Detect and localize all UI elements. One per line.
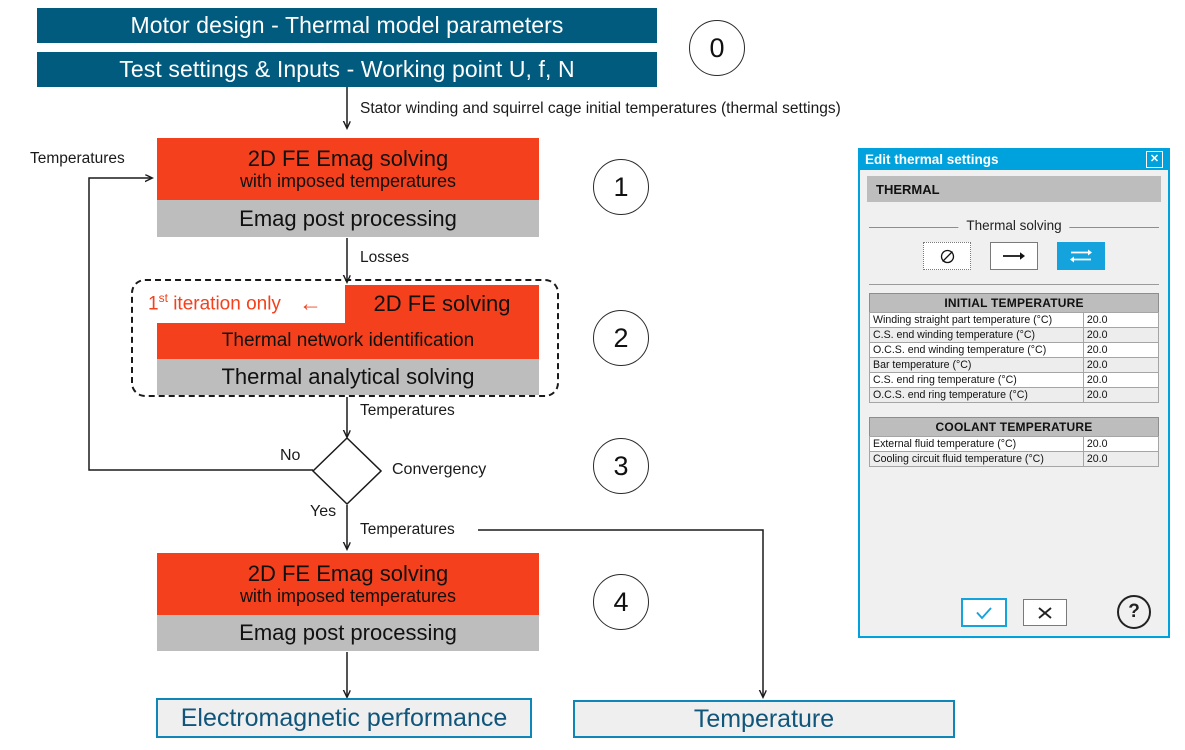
step1-title: 2D FE Emag solving: [247, 145, 449, 171]
table-row: O.C.S. end winding temperature (°C)20.0: [869, 342, 1160, 358]
tab-thermal-label: THERMAL: [876, 181, 940, 197]
step-number-2: 2: [593, 310, 649, 366]
edge-label-losses: Losses: [360, 249, 410, 266]
header-bar-test-settings: Test settings & Inputs - Working point U…: [37, 52, 657, 87]
help-icon: ?: [1128, 601, 1140, 622]
close-icon[interactable]: ✕: [1146, 151, 1163, 168]
coolant-temperature-table: COOLANT TEMPERATURE External fluid tempe…: [869, 417, 1160, 467]
row-value[interactable]: 20.0: [1082, 387, 1160, 403]
step-number-0-label: 0: [709, 32, 725, 63]
edge-label-yes: Yes: [310, 503, 337, 520]
iteration-note-sup: st: [158, 290, 168, 305]
step-number-4-label: 4: [613, 586, 629, 617]
row-value[interactable]: 20.0: [1082, 327, 1160, 343]
arrow-right-icon: [1003, 252, 1025, 260]
edge-label-temperatures-to-decision: Temperatures: [360, 402, 455, 419]
row-label: C.S. end winding temperature (°C): [869, 327, 1084, 343]
table-row: C.S. end winding temperature (°C)20.0: [869, 327, 1160, 343]
row-value[interactable]: 20.0: [1082, 357, 1160, 373]
step1-subtitle: with imposed temperatures: [239, 171, 457, 192]
initial-temperature-rows: Winding straight part temperature (°C)20…: [869, 312, 1160, 403]
edge-label-feedback-temperatures: Temperatures: [30, 150, 125, 167]
initial-temperature-caption: INITIAL TEMPERATURE: [869, 293, 1159, 312]
edit-thermal-settings-dialog[interactable]: Edit thermal settings ✕ THERMAL Thermal …: [858, 148, 1170, 638]
table-row: O.C.S. end ring temperature (°C)20.0: [869, 387, 1160, 403]
table-row: Bar temperature (°C)20.0: [869, 357, 1160, 373]
edge-label-convergency: Convergency: [392, 461, 487, 478]
header-bar-motor-design: Motor design - Thermal model parameters: [37, 8, 657, 43]
row-label: Bar temperature (°C): [869, 357, 1084, 373]
dialog-footer: [859, 598, 1169, 627]
check-icon: [976, 606, 992, 619]
step2-iteration-note: 1st iteration only ←: [148, 288, 322, 318]
convergency-diamond: [311, 436, 383, 506]
iteration-note-rest: iteration only: [167, 293, 281, 315]
one-way-coupling-button[interactable]: [990, 242, 1038, 270]
step4-post-processing-box: Emag post processing: [157, 615, 539, 651]
dialog-titlebar: Edit thermal settings ✕: [859, 149, 1169, 170]
help-button[interactable]: ?: [1117, 595, 1151, 629]
ok-button[interactable]: [961, 598, 1007, 627]
iteration-note-number: 1: [148, 293, 159, 315]
step2-fe-solving-box: 2D FE solving: [345, 285, 539, 323]
row-label: C.S. end ring temperature (°C): [869, 372, 1084, 388]
step2-thermal-network-box: Thermal network identification: [157, 323, 539, 359]
dialog-divider: [869, 284, 1159, 285]
table-row: External fluid temperature (°C)20.0: [869, 436, 1160, 452]
step-number-2-label: 2: [613, 322, 629, 353]
step-number-1: 1: [593, 159, 649, 215]
arrows-bidirectional-icon: [1070, 249, 1092, 263]
initial-temperature-table: INITIAL TEMPERATURE Winding straight par…: [869, 293, 1160, 403]
tab-thermal[interactable]: THERMAL: [867, 176, 1161, 202]
step-number-0: 0: [689, 20, 745, 76]
step2-group: [131, 279, 559, 397]
fieldset-legend: Thermal solving: [958, 218, 1070, 233]
row-label: External fluid temperature (°C): [869, 436, 1084, 452]
step2-thermal-analytical-box: Thermal analytical solving: [157, 359, 539, 395]
two-way-coupling-button[interactable]: [1057, 242, 1105, 270]
row-value[interactable]: 20.0: [1082, 436, 1160, 452]
row-value[interactable]: 20.0: [1082, 342, 1160, 358]
no-coupling-icon: [940, 249, 954, 263]
coolant-temperature-caption: COOLANT TEMPERATURE: [869, 417, 1159, 436]
step4-emag-solving-box: 2D FE Emag solving with imposed temperat…: [157, 553, 539, 615]
step4-subtitle: with imposed temperatures: [239, 586, 457, 607]
edge-label-temperatures-yes: Temperatures: [360, 521, 455, 538]
dialog-title-text: Edit thermal settings: [865, 152, 999, 167]
cancel-button[interactable]: [1023, 599, 1067, 626]
step-number-3-label: 3: [613, 450, 629, 481]
edge-label-no: No: [280, 447, 301, 464]
edge-label-initial-temperatures: Stator winding and squirrel cage initial…: [360, 100, 841, 117]
step-number-1-label: 1: [613, 171, 629, 202]
iteration-note-arrow: ←: [298, 289, 322, 316]
row-label: O.C.S. end winding temperature (°C): [869, 342, 1084, 358]
step2-title: 2D FE solving: [373, 290, 511, 316]
step1-post-processing-box: Emag post processing: [157, 200, 539, 237]
table-row: Winding straight part temperature (°C)20…: [869, 312, 1160, 328]
row-value[interactable]: 20.0: [1082, 372, 1160, 388]
step1-emag-solving-box: 2D FE Emag solving with imposed temperat…: [157, 138, 539, 200]
result-electromagnetic-performance: Electromagnetic performance: [156, 698, 532, 738]
row-value[interactable]: 20.0: [1082, 312, 1160, 328]
step2-network-label: Thermal network identification: [221, 330, 475, 352]
row-value[interactable]: 20.0: [1082, 451, 1160, 467]
row-label: Cooling circuit fluid temperature (°C): [869, 451, 1084, 467]
step4-title: 2D FE Emag solving: [247, 560, 449, 586]
result-temperature: Temperature: [573, 700, 955, 738]
header-title-line1: Motor design - Thermal model parameters: [130, 12, 564, 38]
table-row: C.S. end ring temperature (°C)20.0: [869, 372, 1160, 388]
cross-icon: [1038, 606, 1052, 619]
thermal-solving-mode-group: [869, 242, 1159, 270]
row-label: Winding straight part temperature (°C): [869, 312, 1084, 328]
step-number-3: 3: [593, 438, 649, 494]
no-thermal-solving-button[interactable]: [923, 242, 971, 270]
thermal-solving-fieldset: Thermal solving: [869, 218, 1159, 280]
header-title-line2: Test settings & Inputs - Working point U…: [119, 56, 575, 82]
table-row: Cooling circuit fluid temperature (°C)20…: [869, 451, 1160, 467]
row-label: O.C.S. end ring temperature (°C): [869, 387, 1084, 403]
step-number-4: 4: [593, 574, 649, 630]
